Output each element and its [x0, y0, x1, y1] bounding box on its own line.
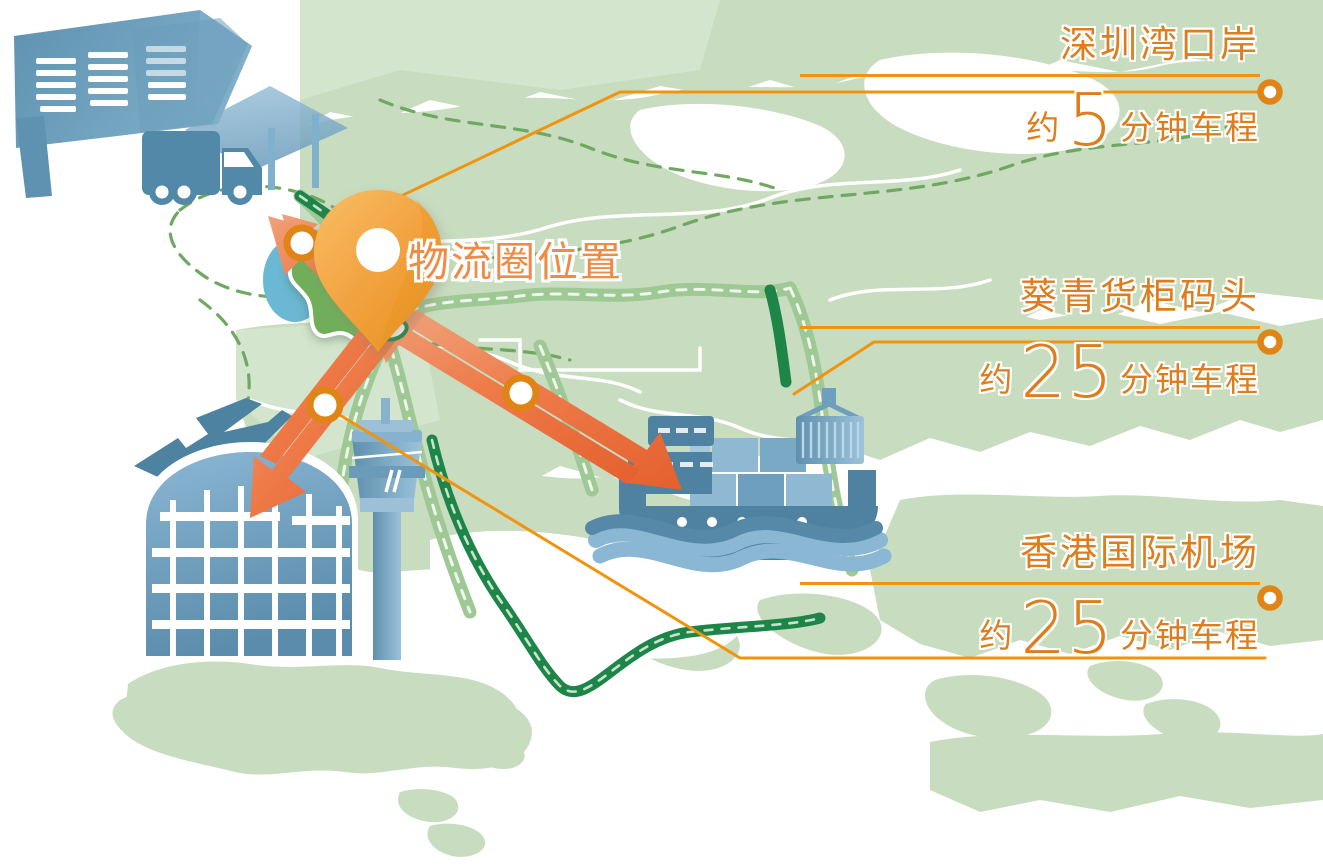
duration-suffix: 分钟车程 — [1120, 360, 1260, 398]
land-island-d — [1087, 661, 1163, 701]
land-strip-lower-right — [930, 732, 1323, 812]
tower-collar — [349, 466, 425, 478]
border-dash-4 — [198, 298, 251, 402]
destination-duration: 约 25 分钟车程 — [800, 585, 1260, 670]
duration-value: 5 — [1067, 77, 1114, 162]
land-light-top — [300, 0, 720, 100]
delivery-truck-icon — [142, 131, 262, 205]
duration-prefix: 约 — [1026, 108, 1062, 146]
destination-kwai-tsing-container-terminal[interactable]: 葵青货柜码头 约 25 分钟车程 — [800, 276, 1260, 414]
duration-suffix: 分钟车程 — [1120, 616, 1260, 654]
warehouse-slats — [36, 46, 186, 112]
tower-base — [360, 498, 414, 512]
expressway-east-stub — [764, 284, 792, 388]
duration-prefix: 约 — [979, 360, 1015, 398]
land-island-c — [475, 737, 525, 770]
destination-title: 深圳湾口岸 — [1060, 24, 1260, 65]
warehouse-leg — [16, 116, 52, 198]
destination-duration: 约 5 分钟车程 — [800, 77, 1260, 162]
land-lantau-west — [126, 661, 521, 763]
airport-terminal-icon — [140, 442, 358, 658]
canopy-post-2 — [312, 114, 319, 188]
tower-mast — [381, 398, 390, 424]
canopy-post-1 — [268, 128, 275, 190]
destination-rule — [800, 73, 1260, 77]
destination-rule — [800, 581, 1260, 585]
destination-title: 香港国际机场 — [1020, 532, 1260, 573]
destination-duration: 约 25 分钟车程 — [800, 329, 1260, 414]
land-island-e — [1143, 699, 1221, 742]
destination-title: 葵青货柜码头 — [1020, 276, 1260, 317]
destination-rule — [800, 325, 1260, 329]
destination-hong-kong-international-airport[interactable]: 香港国际机场 约 25 分钟车程 — [800, 532, 1260, 670]
road-6 — [828, 278, 992, 302]
duration-suffix: 分钟车程 — [1120, 108, 1260, 146]
duration-value: 25 — [1020, 585, 1114, 670]
land-island-cluster-east — [924, 675, 1052, 739]
land-island-b — [427, 823, 486, 857]
crane-container-body — [796, 416, 864, 464]
highway-c-center — [390, 286, 792, 320]
duration-prefix: 约 — [979, 616, 1015, 654]
destination-shenzhen-bay-port[interactable]: 深圳湾口岸 约 5 分钟车程 — [800, 24, 1260, 162]
center-marker-label: 物流圈位置 — [408, 239, 623, 285]
land-island-a — [398, 789, 459, 823]
duration-value: 25 — [1020, 329, 1114, 414]
